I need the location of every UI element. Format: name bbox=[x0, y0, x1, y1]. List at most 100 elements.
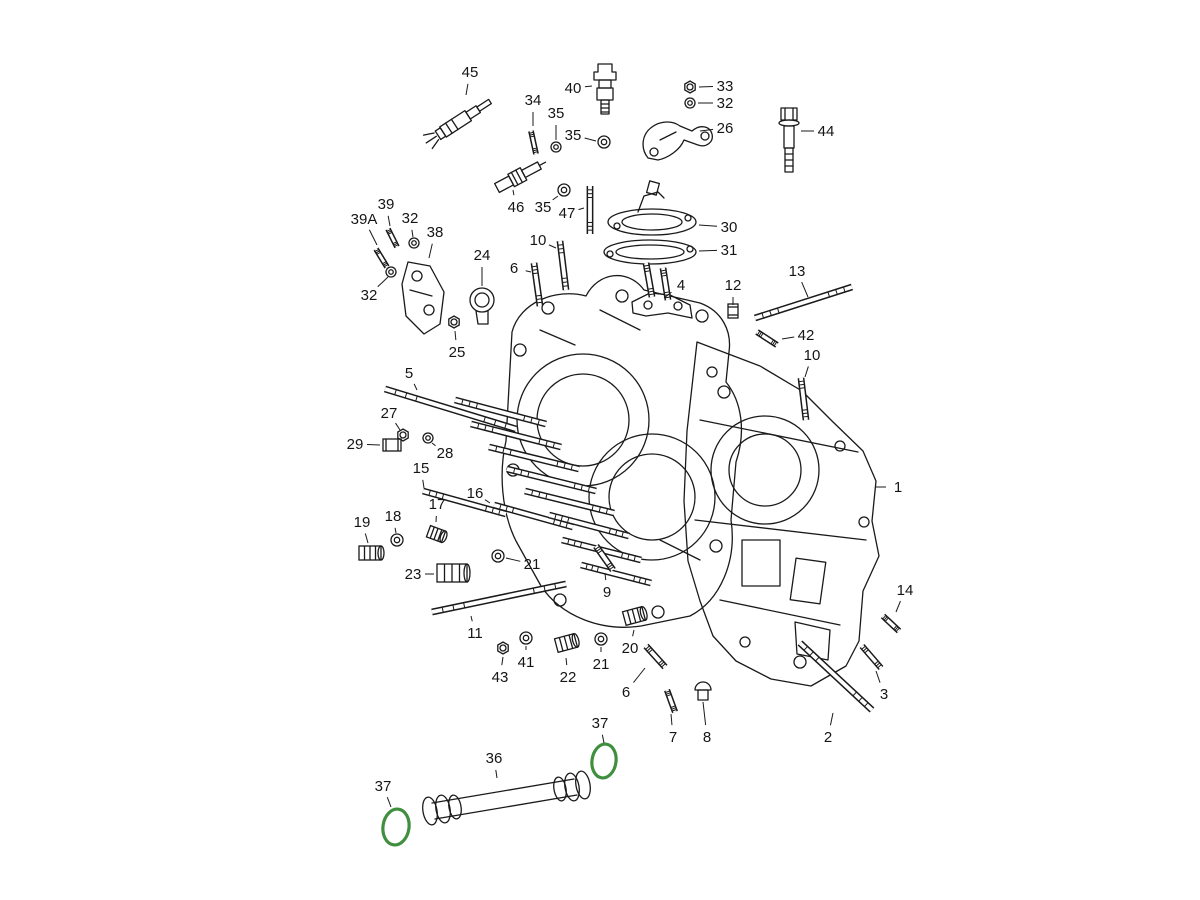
callout-45: 45 bbox=[462, 64, 479, 96]
part-number-label: 21 bbox=[593, 656, 610, 673]
callout-32: 32 bbox=[402, 210, 419, 238]
callout-36: 36 bbox=[486, 750, 502, 779]
callout-8: 8 bbox=[702, 701, 711, 746]
part-number-label: 44 bbox=[818, 123, 835, 140]
part-clamp-24 bbox=[469, 287, 495, 325]
part-number-label: 38 bbox=[427, 224, 444, 241]
part-number-label: 35 bbox=[535, 199, 552, 216]
stud bbox=[385, 227, 400, 249]
part-number-label: 28 bbox=[437, 445, 454, 462]
callout-6: 6 bbox=[622, 667, 646, 701]
part-nut bbox=[497, 641, 509, 655]
part-temp-sensor-45 bbox=[422, 98, 492, 150]
part-number-label: 35 bbox=[548, 105, 565, 122]
stud bbox=[384, 385, 517, 433]
stud bbox=[642, 262, 656, 298]
part-ribbed-plug bbox=[358, 545, 385, 561]
part-number-label: 12 bbox=[725, 277, 742, 294]
callout-7: 7 bbox=[669, 713, 677, 746]
callout-27: 27 bbox=[381, 405, 401, 431]
callout-39: 39 bbox=[378, 196, 394, 227]
part-number-label: 43 bbox=[492, 669, 509, 686]
part-number-label: 30 bbox=[721, 219, 738, 236]
stud bbox=[586, 186, 594, 234]
stud bbox=[556, 240, 570, 291]
part-number-label: 13 bbox=[789, 263, 806, 280]
part-number-label: 3 bbox=[880, 686, 888, 703]
stud bbox=[880, 613, 902, 634]
stud bbox=[755, 329, 779, 348]
callout-4: 4 bbox=[663, 277, 685, 299]
callout-34: 34 bbox=[525, 92, 541, 126]
studs-layer bbox=[373, 130, 902, 714]
callout-30: 30 bbox=[698, 219, 738, 236]
part-number-label: 47 bbox=[559, 205, 576, 222]
callout-38: 38 bbox=[427, 224, 444, 259]
callout-33: 33 bbox=[698, 78, 733, 95]
part-number-label: 11 bbox=[467, 625, 483, 642]
part-number-label: 40 bbox=[565, 80, 582, 97]
part-number-label: 24 bbox=[474, 247, 491, 264]
callout-22: 22 bbox=[560, 657, 576, 686]
callout-11: 11 bbox=[467, 615, 483, 642]
part-number-label: 20 bbox=[622, 640, 639, 657]
part-oil-strainer-30 bbox=[607, 180, 697, 236]
callout-18: 18 bbox=[385, 508, 401, 534]
part-plug-8 bbox=[694, 681, 712, 701]
callout-35: 35 bbox=[565, 127, 597, 144]
callout-19: 19 bbox=[354, 514, 370, 544]
stud bbox=[454, 396, 547, 428]
callout-39A: 39A bbox=[351, 211, 378, 246]
callout-28: 28 bbox=[431, 442, 454, 462]
part-number-label: 2 bbox=[824, 729, 832, 746]
part-ribbed-plug bbox=[436, 563, 471, 583]
stud bbox=[859, 643, 884, 671]
callout-17: 17 bbox=[429, 496, 446, 523]
callout-12: 12 bbox=[725, 277, 742, 305]
stud bbox=[506, 465, 597, 495]
part-number-label: 46 bbox=[508, 199, 525, 216]
part-number-label: 45 bbox=[462, 64, 479, 81]
part-number-label: 17 bbox=[429, 496, 446, 513]
part-bracket-26 bbox=[642, 121, 713, 161]
part-number-label: 32 bbox=[717, 95, 734, 112]
callout-2: 2 bbox=[824, 712, 834, 746]
stud bbox=[664, 688, 678, 714]
part-number-label: 32 bbox=[361, 287, 378, 304]
part-number-label: 27 bbox=[381, 405, 398, 422]
stud bbox=[643, 643, 668, 670]
part-ribbed-plug bbox=[425, 524, 448, 544]
stud bbox=[753, 283, 854, 322]
part-oil-pressure-sensor-40 bbox=[593, 63, 617, 115]
part-ribbed-plug bbox=[621, 605, 648, 627]
callout-9: 9 bbox=[603, 572, 611, 601]
part-gasket-31 bbox=[603, 239, 697, 265]
part-number-label: 32 bbox=[402, 210, 419, 227]
callout-5: 5 bbox=[405, 365, 418, 391]
stud bbox=[797, 640, 875, 713]
part-washer bbox=[594, 632, 608, 646]
callout-43: 43 bbox=[492, 656, 509, 686]
part-plug bbox=[382, 438, 402, 452]
part-number-label: 10 bbox=[530, 232, 547, 249]
part-oil-tube-36 bbox=[422, 770, 591, 826]
part-number-label: 14 bbox=[897, 582, 914, 599]
part-plug bbox=[727, 303, 739, 319]
callout-13: 13 bbox=[789, 263, 809, 298]
part-number-label: 35 bbox=[565, 127, 582, 144]
callout-32: 32 bbox=[698, 95, 733, 112]
callout-10: 10 bbox=[530, 232, 557, 249]
callout-46: 46 bbox=[508, 189, 525, 216]
callout-37: 37 bbox=[592, 715, 609, 744]
stud bbox=[659, 267, 672, 301]
part-washer bbox=[491, 549, 505, 563]
part-oring bbox=[590, 742, 618, 780]
part-number-label: 8 bbox=[703, 729, 711, 746]
part-number-label: 37 bbox=[592, 715, 609, 732]
part-number-label: 6 bbox=[622, 684, 630, 701]
parts-layer bbox=[358, 80, 739, 847]
callout-1: 1 bbox=[875, 479, 902, 496]
part-number-label: 23 bbox=[405, 566, 422, 583]
